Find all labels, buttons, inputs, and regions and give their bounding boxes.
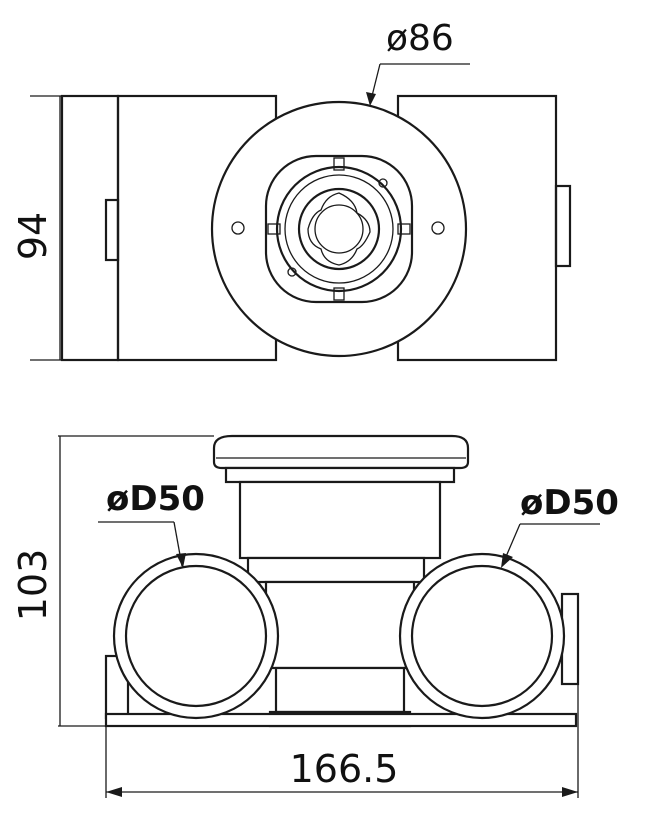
top-view: 94 ø86 (11, 18, 572, 362)
side-base-bottom (104, 712, 578, 728)
top-flange (210, 100, 468, 358)
side-view: 103 166.5 øD50 øD50 (11, 434, 619, 798)
side-body (238, 480, 442, 728)
dim-d50-left-label: øD50 (106, 479, 205, 519)
dim-86-leader (366, 63, 470, 106)
outlet-left (112, 552, 280, 720)
dim-86-label: ø86 (386, 18, 454, 59)
dim-d50-left-leader (98, 521, 186, 568)
outlet-right (398, 552, 566, 720)
dim-103 (58, 435, 214, 727)
side-cap (212, 434, 470, 484)
dim-94-label: 94 (11, 212, 55, 260)
dim-94 (30, 95, 62, 361)
dim-166-5-label: 166.5 (290, 747, 399, 791)
dim-d50-right-leader (501, 523, 600, 568)
dim-103-label: 103 (11, 549, 55, 622)
dim-166-5 (105, 684, 579, 798)
dim-d50-right-label: øD50 (520, 483, 619, 523)
